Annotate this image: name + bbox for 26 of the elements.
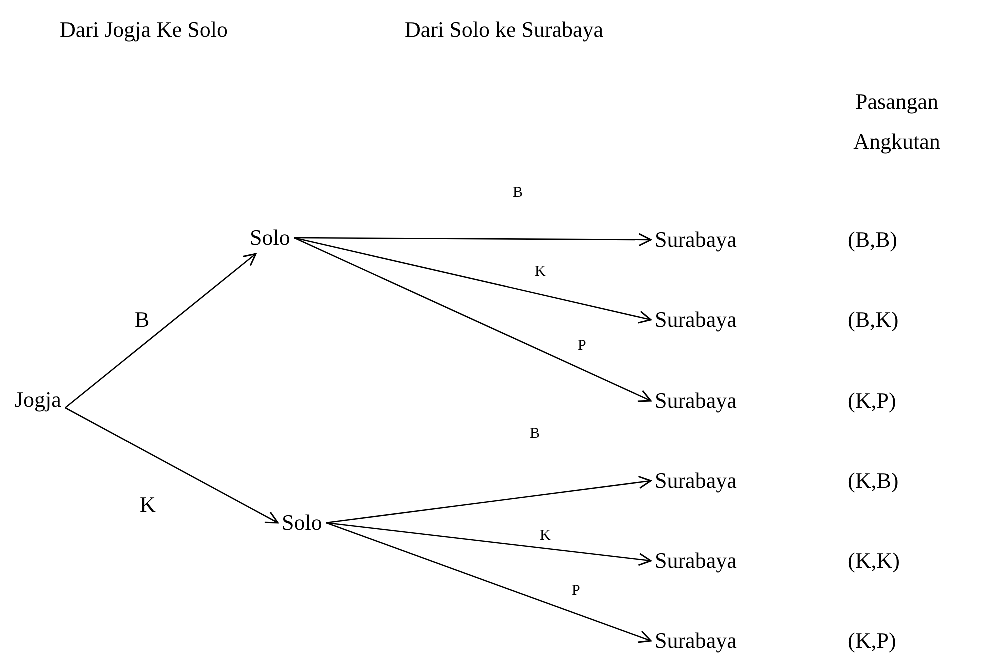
- arrow: [65, 407, 279, 524]
- node-label: Surabaya: [655, 387, 737, 415]
- arrow: [326, 522, 652, 566]
- arrow: [326, 522, 652, 644]
- pair-label: (B,K): [848, 306, 899, 334]
- column-heading: Dari Jogja Ke Solo: [60, 16, 228, 44]
- column-heading: Dari Solo ke Surabaya: [405, 16, 604, 44]
- node-label: Solo: [250, 224, 290, 252]
- node-label: Solo: [282, 509, 322, 537]
- node-label: Surabaya: [655, 627, 737, 655]
- node-label: Jogja: [15, 386, 62, 414]
- arrow: [65, 253, 257, 408]
- arrow: [326, 476, 652, 524]
- node-label: Surabaya: [655, 226, 737, 254]
- pair-label: (K,P): [848, 627, 896, 655]
- node-label: Surabaya: [655, 547, 737, 575]
- pair-label: (B,B): [848, 226, 898, 254]
- pair-label: (K,K): [848, 547, 900, 575]
- pair-label: (K,P): [848, 387, 896, 415]
- arrow: [294, 237, 652, 402]
- node-label: Surabaya: [655, 467, 737, 495]
- column-heading: Pasangan Angkutan: [852, 88, 942, 156]
- arrow: [294, 233, 652, 247]
- node-label: Surabaya: [655, 306, 737, 334]
- pair-label: (K,B): [848, 467, 899, 495]
- arrow: [294, 237, 652, 324]
